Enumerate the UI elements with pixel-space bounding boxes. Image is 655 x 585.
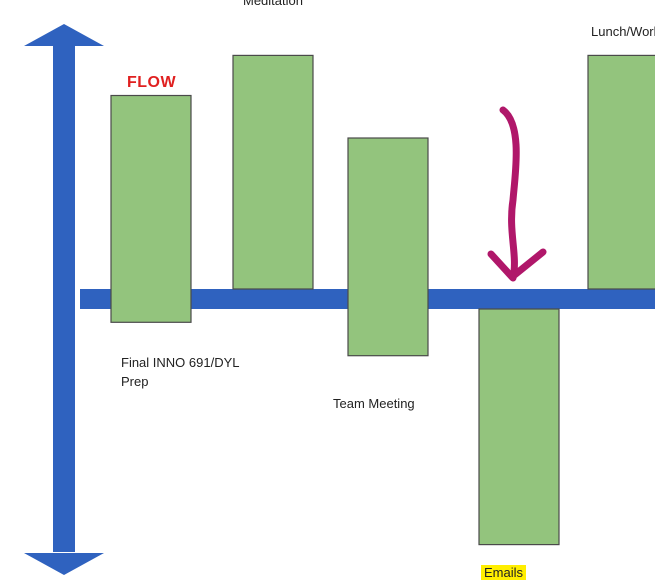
activity-bar <box>347 137 429 357</box>
activity-bar <box>587 54 655 290</box>
activity-bar <box>232 54 314 290</box>
curved-down-arrow-annotation <box>499 106 520 282</box>
activity-label: Emails <box>481 563 527 582</box>
flow-label: FLOW <box>127 74 177 91</box>
vertical-axis-arrowhead-up <box>24 24 104 46</box>
vertical-axis-arrowhead-down <box>24 553 104 575</box>
activity-label: Lunch/Work <box>591 24 655 39</box>
activity-bar <box>478 308 560 546</box>
activity-bar <box>110 94 192 323</box>
activity-label: Meditation <box>243 0 303 8</box>
activity-label: Team Meeting <box>333 396 415 411</box>
curved-down-arrow-annotation-head <box>487 248 547 281</box>
activity-bars <box>110 54 655 546</box>
vertical-axis-shaft <box>53 44 75 552</box>
